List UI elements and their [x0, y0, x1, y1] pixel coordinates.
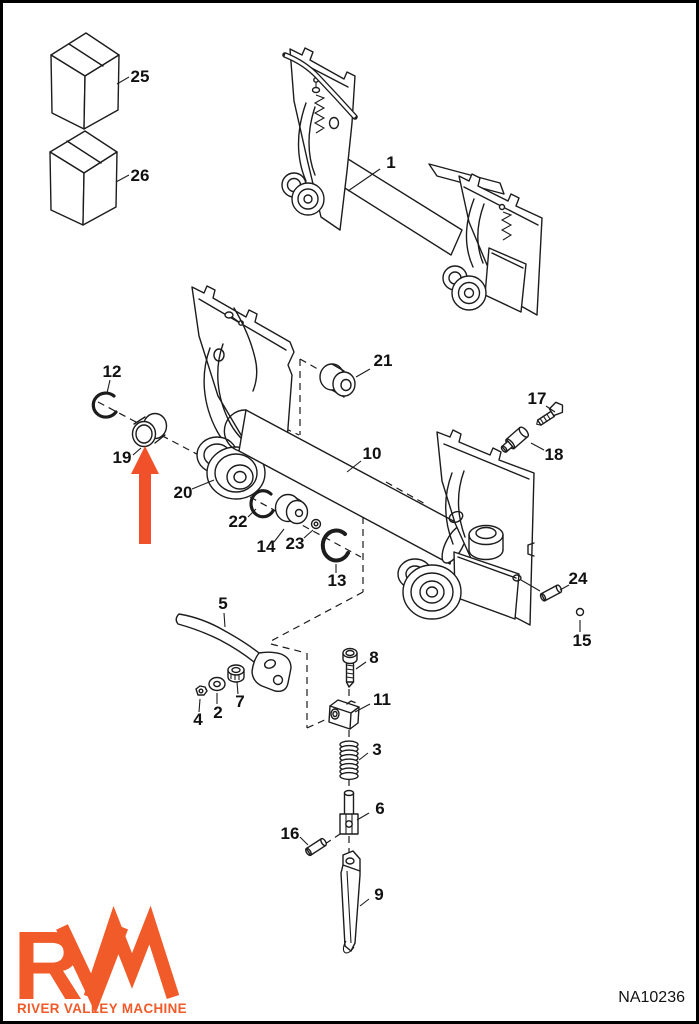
callout-6: 6 [375, 799, 384, 818]
callout-3: 3 [372, 740, 381, 759]
drawing-number: NA10236 [618, 989, 685, 1006]
callout-1: 1 [386, 153, 395, 172]
callout-18: 18 [545, 445, 564, 464]
logo-company-name: RIVER VALLEY MACHINE [17, 1000, 187, 1016]
part-22-circlip-drawing [249, 489, 275, 519]
part-25-box-drawing [50, 32, 120, 130]
callout-9: 9 [374, 885, 383, 904]
part-5-lever-drawing [175, 613, 292, 693]
part-16-pin-drawing [305, 837, 327, 857]
diagram-canvas: 25 26 1 12 21 10 19 20 22 14 23 13 17 18… [13, 32, 685, 1020]
callout-10: 10 [363, 444, 382, 463]
logo-letter-r: R [13, 911, 83, 1020]
callout-16: 16 [281, 824, 300, 843]
part-18-sleeve-drawing [500, 426, 530, 453]
part-12-circlip-drawing [91, 391, 118, 419]
callout-24: 24 [569, 569, 588, 588]
part-3-spring-drawing [339, 740, 359, 781]
callout-19: 19 [113, 448, 132, 467]
part-11-block-drawing [328, 699, 360, 730]
callout-2: 2 [213, 703, 222, 722]
callout-8: 8 [369, 648, 378, 667]
callout-11: 11 [373, 690, 391, 709]
callout-leader-lines [106, 76, 581, 907]
part-19-bushing-drawing [131, 412, 168, 448]
callout-20: 20 [174, 483, 193, 502]
part-14-cap-drawing [274, 493, 309, 525]
callout-21: 21 [374, 351, 393, 370]
callout-15: 15 [573, 631, 592, 650]
up-arrow-highlight-icon [131, 446, 159, 544]
part-26-box-drawing [49, 130, 118, 226]
part-21-bushing-drawing [319, 363, 356, 398]
part-1-assembly-drawing [281, 47, 543, 316]
callout-7: 7 [235, 692, 244, 711]
callout-labels: 25 26 1 12 21 10 19 20 22 14 23 13 17 18… [103, 67, 592, 904]
part-17-bolt-drawing [536, 401, 564, 426]
part-7-nut-drawing [227, 664, 245, 683]
part-23-set-screw-drawing [310, 518, 322, 530]
callout-5: 5 [218, 594, 227, 613]
part-2-washer-drawing [208, 676, 226, 692]
part-24-pin-drawing [539, 584, 563, 602]
callout-23: 23 [286, 534, 305, 553]
right-mount-drawing [397, 429, 541, 626]
callout-22: 22 [229, 512, 248, 531]
callout-14: 14 [257, 537, 276, 556]
logo-letter-m [83, 905, 180, 1000]
rvm-logo: R RIVER VALLEY MACHINE [13, 905, 187, 1020]
part-8-bolt-drawing [342, 647, 358, 688]
callout-13: 13 [328, 571, 347, 590]
callout-25: 25 [131, 67, 150, 86]
part-6-plunger-drawing [339, 789, 359, 835]
callout-4: 4 [193, 710, 203, 729]
part-15-ball-drawing [575, 607, 585, 617]
lower-axis-dashed-lines [249, 481, 428, 860]
part-4-nut-drawing [195, 685, 208, 696]
callout-12: 12 [103, 362, 122, 381]
part-9-wedge-drawing [340, 850, 361, 954]
callout-26: 26 [131, 166, 150, 185]
callout-17: 17 [528, 389, 547, 408]
part-13-oring-drawing [320, 528, 350, 563]
